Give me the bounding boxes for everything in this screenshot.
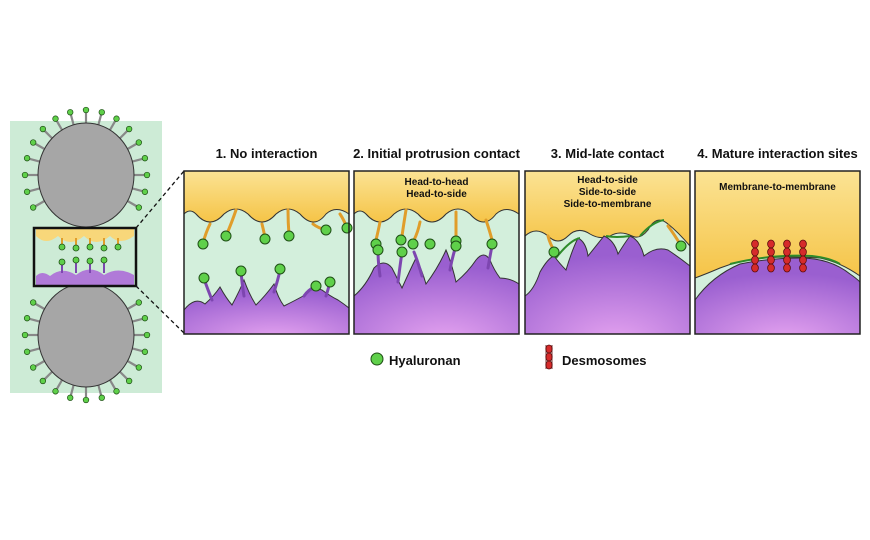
panel-4-labels: Membrane-to-membrane bbox=[695, 182, 860, 194]
desmosome-bead bbox=[767, 255, 775, 265]
panel-4-title: 4. Mature interaction sites bbox=[697, 146, 858, 161]
hyaluronan-dot bbox=[23, 188, 31, 195]
hyaluronan-dot bbox=[23, 155, 31, 162]
hyaluronan-dot bbox=[135, 299, 142, 306]
hyaluronan-dot bbox=[141, 348, 149, 355]
hyaluronan-dot bbox=[39, 377, 47, 385]
lower-cell-spikes bbox=[21, 299, 151, 404]
hyaluronan-dot bbox=[135, 139, 142, 146]
legend-hyaluronan-label: Hyaluronan bbox=[389, 353, 461, 368]
hyaluronan-dot bbox=[21, 171, 29, 179]
panel-3-label-3: Side-to-membrane bbox=[563, 199, 652, 210]
panel-3 bbox=[524, 170, 691, 335]
desmosome-bead bbox=[767, 247, 775, 257]
hyaluronan-dot bbox=[52, 115, 59, 122]
panel-3-labels: Head-to-side Side-to-side Side-to-membra… bbox=[525, 175, 690, 211]
desmosome-bead bbox=[799, 263, 807, 273]
hyaluronan-dot bbox=[67, 394, 74, 401]
desmosome-bead bbox=[783, 247, 791, 257]
panel-2 bbox=[353, 170, 520, 335]
desmosome-bead bbox=[767, 263, 775, 273]
hyaluronan-dot bbox=[39, 125, 47, 133]
hyaluronan-dot bbox=[21, 331, 29, 339]
desmosome-bead bbox=[751, 255, 759, 265]
overview bbox=[10, 106, 185, 404]
hyaluronan-dot bbox=[52, 388, 59, 395]
desmosome-bead bbox=[783, 255, 791, 265]
hyaluronan-dot bbox=[143, 171, 151, 179]
desmosome-bead bbox=[799, 239, 807, 249]
hyaluronan-dot bbox=[143, 331, 151, 339]
desmosome-bead bbox=[799, 247, 807, 257]
hyaluronan-dot bbox=[82, 396, 90, 404]
desmosome-bead bbox=[799, 255, 807, 265]
hyaluronan-dot bbox=[23, 348, 31, 355]
panel-2-labels: Head-to-head Head-to-side bbox=[354, 177, 519, 201]
panel-4 bbox=[694, 170, 861, 335]
desmosome-bead bbox=[751, 239, 759, 249]
hyaluronan-dot bbox=[125, 377, 133, 385]
legend bbox=[370, 344, 553, 370]
hyaluronan-dot bbox=[135, 204, 142, 211]
desmosome-bead bbox=[751, 247, 759, 257]
hyaluronan-dot bbox=[67, 109, 74, 116]
hyaluronan-dot bbox=[30, 139, 37, 146]
lower-gray-cell bbox=[21, 282, 151, 404]
hyaluronan-dot bbox=[141, 155, 149, 162]
hyaluronan-dot bbox=[82, 106, 90, 114]
zoom-box bbox=[32, 226, 138, 288]
hyaluronan-dot bbox=[125, 125, 133, 133]
zoom-line-top bbox=[135, 170, 185, 229]
panel-3-label-2: Side-to-side bbox=[578, 187, 637, 198]
panel-2-label-1: Head-to-head bbox=[404, 177, 469, 188]
desmosome-bead bbox=[751, 263, 759, 273]
hyaluronan-dot bbox=[141, 315, 149, 322]
panel-1-title: 1. No interaction bbox=[215, 146, 318, 161]
hyaluronan-dot bbox=[30, 299, 37, 306]
hyaluronan-dot bbox=[141, 188, 149, 195]
hyaluronan-dot bbox=[135, 364, 142, 371]
hyaluronan-dot bbox=[113, 388, 120, 395]
hyaluronan-icon bbox=[370, 352, 384, 366]
legend-desmosomes-label: Desmosomes bbox=[562, 353, 647, 368]
panel-3-label-1: Head-to-side bbox=[577, 175, 638, 186]
panel-2-label-2: Head-to-side bbox=[406, 189, 467, 200]
hyaluronan-dot bbox=[98, 394, 105, 401]
desmosome-bead bbox=[783, 239, 791, 249]
panel-2-title: 2. Initial protrusion contact bbox=[353, 146, 520, 161]
hyaluronan-dot bbox=[98, 109, 105, 116]
panel-1 bbox=[183, 170, 353, 335]
panel-3-title: 3. Mid-late contact bbox=[550, 146, 665, 161]
panel-4-label-1: Membrane-to-membrane bbox=[719, 182, 836, 193]
upper-gray-cell bbox=[21, 106, 151, 228]
hyaluronan-dot bbox=[113, 115, 120, 122]
upper-cell-spikes bbox=[21, 106, 151, 211]
hyaluronan-dot bbox=[30, 364, 37, 371]
desmosome-bead bbox=[783, 263, 791, 273]
desmosome-cluster bbox=[751, 239, 807, 273]
desmosome-bead bbox=[767, 239, 775, 249]
hyaluronan-dot bbox=[30, 204, 37, 211]
desmosome-icon bbox=[545, 344, 553, 370]
hyaluronan-dot bbox=[23, 315, 31, 322]
